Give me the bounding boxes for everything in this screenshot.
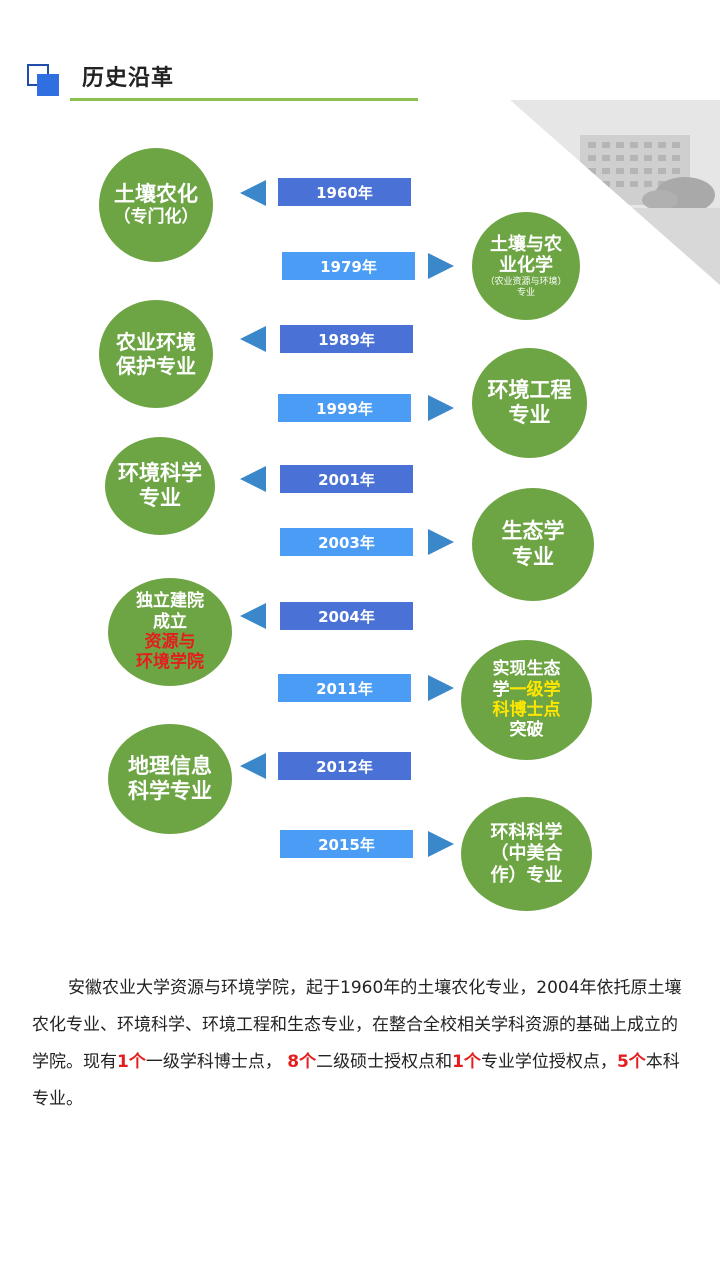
stacked-squares-icon [27,64,61,98]
triangle-left-icon [240,603,266,629]
timeline-circle-1999: 环境工程 专业 [472,348,587,458]
timeline-circle-2012: 地理信息 科学专业 [108,724,232,834]
triangle-left-icon [240,180,266,206]
year-label-1999: 1999年 [278,394,411,422]
triangle-left-icon [240,753,266,779]
year-label-1960: 1960年 [278,178,411,206]
timeline-circle-2004: 独立建院 成立资源与 环境学院 [108,578,232,686]
triangle-left-icon [240,466,266,492]
triangle-right-icon [428,253,454,279]
year-label-2001: 2001年 [280,465,413,493]
timeline-circle-2001: 环境科学 专业 [105,437,215,535]
timeline-circle-1989: 农业环境 保护专业 [99,300,213,408]
timeline-circle-1979: 土壤与农 业化学 （农业资源与环境） 专业 [472,212,580,320]
year-label-2004: 2004年 [280,602,413,630]
year-label-2015: 2015年 [280,830,413,858]
timeline-circle-1960: 土壤农化 （专门化） [99,148,213,262]
title-underline [70,98,418,101]
year-label-2012: 2012年 [278,752,411,780]
triangle-right-icon [428,529,454,555]
timeline-circle-2015: 环科科学 （中美合 作）专业 [461,797,592,911]
college-description: 安徽农业大学资源与环境学院，起于1960年的土壤农化专业，2004年依托原土壤农… [32,978,682,1109]
year-label-2003: 2003年 [280,528,413,556]
timeline-circle-2011: 实现生态 学一级学 科博士点 突破 [461,640,592,760]
year-label-1989: 1989年 [280,325,413,353]
triangle-left-icon [240,326,266,352]
triangle-right-icon [428,831,454,857]
triangle-right-icon [428,675,454,701]
timeline-circle-2003: 生态学 专业 [472,488,594,601]
triangle-right-icon [428,395,454,421]
year-label-1979: 1979年 [282,252,415,280]
year-label-2011: 2011年 [278,674,411,702]
page-title: 历史沿革 [82,66,175,91]
